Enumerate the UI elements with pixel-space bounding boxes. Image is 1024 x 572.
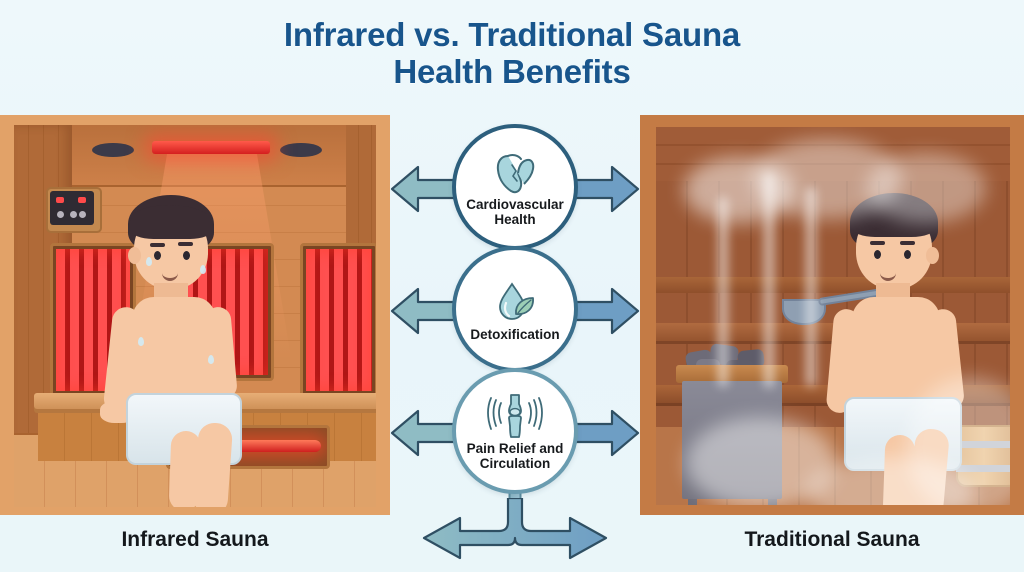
infrared-heater-panel <box>300 243 376 397</box>
steam-cloud <box>684 157 794 223</box>
eye <box>874 250 881 259</box>
steam-cloud <box>906 377 1010 505</box>
control-knob-icon <box>79 211 86 218</box>
heater-rods <box>306 249 372 391</box>
sweat-drop <box>146 257 152 266</box>
benefit-circle-pain-relief[interactable]: Pain Relief and Circulation <box>452 368 578 494</box>
arrow-left-cardiovascular <box>388 163 460 215</box>
heart-icon <box>494 147 536 195</box>
eyebrow <box>870 241 885 245</box>
hair-fringe <box>852 203 936 237</box>
steam-cloud <box>686 417 836 505</box>
ceiling-infrared-light-strip <box>152 141 270 154</box>
person-in-traditional-sauna <box>816 193 1010 505</box>
water-drop-leaf-icon <box>493 277 537 325</box>
control-led-icon <box>56 197 64 203</box>
foot <box>192 505 232 507</box>
arrow-right-detoxification <box>570 285 642 337</box>
eye <box>154 251 161 260</box>
control-knob-icon <box>70 211 77 218</box>
eyebrow <box>150 243 165 247</box>
eye <box>904 250 911 259</box>
sauna-stove <box>682 381 782 499</box>
sweat-drop <box>208 355 214 364</box>
eyebrow <box>178 242 193 246</box>
title-line-1: Infrared vs. Traditional Sauna <box>283 16 741 53</box>
steam-cloud <box>806 457 976 505</box>
control-panel-display <box>50 191 94 225</box>
torso <box>132 297 216 409</box>
caption-traditional-sauna: Traditional Sauna <box>744 528 920 551</box>
hair-fringe <box>130 205 212 239</box>
knee-joint-waves-icon <box>485 391 545 439</box>
mouth <box>880 271 896 281</box>
person-in-infrared-sauna <box>92 195 302 507</box>
wood-ceiling <box>14 125 376 187</box>
steam-wisp <box>718 197 728 387</box>
benefit-label-cardiovascular: Cardiovascular Health <box>466 197 564 227</box>
wooden-bucket <box>956 425 1010 487</box>
arrow-right-pain-relief <box>570 407 642 459</box>
ceiling-vent-icon <box>280 143 322 157</box>
eyebrow <box>900 241 915 245</box>
caption-infrared-sauna: Infrared Sauna <box>121 528 269 551</box>
arrow-left-detoxification <box>388 285 460 337</box>
ear <box>926 247 939 264</box>
stove-rock-tray <box>676 365 788 383</box>
traditional-sauna-illustration <box>640 115 1024 515</box>
steam-wisp <box>806 187 816 387</box>
arrow-bottom-split <box>410 496 620 569</box>
stove-leg <box>688 499 697 505</box>
benefit-label-pain-relief: Pain Relief and Circulation <box>466 441 564 471</box>
bench-backrest <box>656 277 1010 293</box>
mouth <box>162 271 178 281</box>
steam-cloud <box>752 139 902 219</box>
infrared-sauna-illustration <box>0 115 390 515</box>
bucket-band <box>956 441 1010 448</box>
arrow-left-pain-relief <box>388 407 460 459</box>
steam-cloud <box>866 153 986 223</box>
ceiling-vent-icon <box>92 143 134 157</box>
title-line-2: Health Benefits <box>393 53 631 90</box>
benefits-column: Cardiovascular Health Detoxification <box>390 0 640 572</box>
benefit-label-detoxification: Detoxification <box>470 326 560 342</box>
sauna-room-interior <box>656 127 1010 505</box>
torso <box>852 297 940 413</box>
control-led-icon <box>78 197 86 203</box>
page-title: Infrared vs. Traditional Sauna Health Be… <box>0 16 1024 90</box>
benefit-circle-detoxification[interactable]: Detoxification <box>452 246 578 372</box>
leg-back <box>168 430 202 507</box>
arrow-right-cardiovascular <box>570 163 642 215</box>
stove-leg <box>768 499 777 505</box>
eye <box>183 251 190 260</box>
ear <box>128 247 141 264</box>
benefit-circle-cardiovascular[interactable]: Cardiovascular Health <box>452 124 578 250</box>
sweat-drop <box>138 337 144 346</box>
control-knob-icon <box>57 211 64 218</box>
steam-wisp <box>764 173 774 388</box>
bucket-band <box>956 465 1010 472</box>
sauna-cabin-interior <box>14 125 376 507</box>
sweat-drop <box>200 265 206 274</box>
